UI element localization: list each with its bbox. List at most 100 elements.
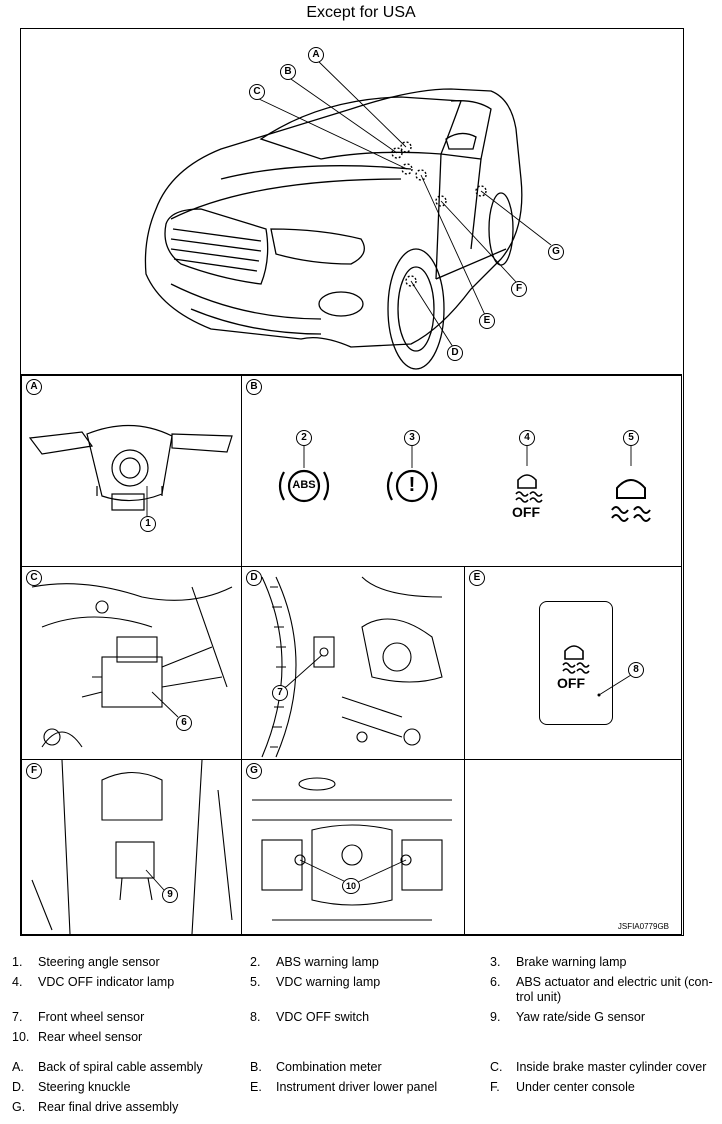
legend-item-4: 4. VDC OFF indicator lamp <box>12 974 232 990</box>
callout-7: 7 <box>272 685 288 701</box>
vdc-off-indicator-text: OFF <box>512 504 540 520</box>
yaw-rate-sensor-illustration <box>31 760 233 934</box>
callout-3: 3 <box>404 430 420 446</box>
callout-f: F <box>511 281 527 297</box>
legend-num: C. <box>490 1060 503 1074</box>
legend-num: 5. <box>250 975 261 989</box>
rear-final-drive-illustration <box>252 777 452 921</box>
callout-9: 9 <box>162 887 178 903</box>
legend-num: 3. <box>490 955 501 969</box>
legend-num: 10. <box>12 1030 30 1044</box>
legend-item-9: 9. Yaw rate/side G sensor <box>490 1009 715 1025</box>
locator-f <box>435 195 447 207</box>
legend-text: VDC OFF indicator lamp <box>38 975 175 989</box>
legend-text: Instrument driver lower panel <box>276 1080 438 1094</box>
page-title: Except for USA <box>306 4 416 21</box>
callout-4: 4 <box>519 430 535 446</box>
legend-location-f: F. Under center console <box>490 1079 715 1095</box>
car-overview-panel: A B C D E F G <box>21 29 682 375</box>
legend-location-b: B. Combination meter <box>250 1059 470 1075</box>
legend-num: 6. <box>490 975 501 989</box>
locator-a <box>400 141 412 153</box>
front-wheel-sensor-illustration <box>261 576 443 758</box>
legend-location-d: D. Steering knuckle <box>12 1079 232 1095</box>
legend-text: trol unit) <box>516 990 562 1004</box>
legend-item-3: 3. Brake warning lamp <box>490 954 715 970</box>
callout-1: 1 <box>140 516 156 532</box>
vdc-off-switch-text: OFF <box>557 675 585 691</box>
legend-text: Rear final drive assembly <box>38 1100 179 1114</box>
figure-code: JSFIA0779GB <box>617 922 669 931</box>
legend-text: Inside brake master cylinder cover <box>516 1060 707 1074</box>
legend-text: VDC OFF switch <box>276 1010 370 1024</box>
legend-item-5: 5. VDC warning lamp <box>250 974 470 990</box>
legend-item-8: 8. VDC OFF switch <box>250 1009 470 1025</box>
panel-f: F 9 <box>21 759 242 935</box>
legend-num: 2. <box>250 955 261 969</box>
callout-2: 2 <box>296 430 312 446</box>
diagram-frame: A B C D E F G A 1 B 2 3 4 5 <box>20 28 684 936</box>
legend-num: A. <box>12 1060 24 1074</box>
legend-item-10: 10. Rear wheel sensor <box>12 1029 232 1045</box>
legend-text: Steering angle sensor <box>38 955 160 969</box>
legend-num: 1. <box>12 955 23 969</box>
locator-b <box>391 147 403 159</box>
legend-text: Steering knuckle <box>38 1080 131 1094</box>
panel-e: E OFF 8 <box>464 566 682 760</box>
callout-b: B <box>280 64 296 80</box>
vdc-off-switch-icon <box>562 645 632 697</box>
legend-text: VDC warning lamp <box>276 975 381 989</box>
locator-d <box>405 275 417 287</box>
legend-item-6-cont: trol unit) <box>490 989 715 1005</box>
panel-label-c: C <box>26 570 42 586</box>
legend-num: 4. <box>12 975 23 989</box>
locator-c <box>401 163 413 175</box>
panel-label-d: D <box>246 570 262 586</box>
legend-text: Rear wheel sensor <box>38 1030 143 1044</box>
callout-8: 8 <box>628 662 644 678</box>
panel-label-f: F <box>26 763 42 779</box>
locator-e <box>415 169 427 181</box>
legend-item-7: 7. Front wheel sensor <box>12 1009 232 1025</box>
panel-label-g: G <box>246 763 262 779</box>
callout-6: 6 <box>176 715 192 731</box>
panel-empty <box>464 759 682 935</box>
abs-actuator-illustration <box>31 583 233 748</box>
car-illustration <box>144 58 552 370</box>
legend-num: G. <box>12 1100 26 1114</box>
spiral-cable-illustration <box>28 424 233 516</box>
callout-d: D <box>447 345 463 361</box>
legend-text: Combination meter <box>276 1060 382 1074</box>
panel-c: C 6 <box>21 566 242 760</box>
legend-location-a: A. Back of spiral cable assembly <box>12 1059 232 1075</box>
locator-g <box>475 185 487 197</box>
callout-g: G <box>548 244 564 260</box>
legend-text: Back of spiral cable assembly <box>38 1060 203 1074</box>
legend-text: ABS warning lamp <box>276 955 379 969</box>
legend-num: B. <box>250 1060 262 1074</box>
legend-location-c: C. Inside brake master cylinder cover <box>490 1059 715 1075</box>
panel-label-e: E <box>469 570 485 586</box>
panel-label-a: A <box>26 379 42 395</box>
legend-text: Front wheel sensor <box>38 1010 145 1024</box>
panel-d: D 7 <box>241 566 465 760</box>
callout-10: 10 <box>342 878 360 894</box>
vdc-off-switch <box>539 601 613 725</box>
callout-a: A <box>308 47 324 63</box>
legend-num: F. <box>490 1080 500 1094</box>
legend-item-1: 1. Steering angle sensor <box>12 954 232 970</box>
legend-item-2: 2. ABS warning lamp <box>250 954 470 970</box>
panel-label-b: B <box>246 379 262 395</box>
legend-text: Under center console <box>516 1080 635 1094</box>
legend-text: ABS actuator and electric unit (con- <box>516 975 713 989</box>
legend-num: 8. <box>250 1010 261 1024</box>
callout-c: C <box>249 84 265 100</box>
legend-location-g: G. Rear final drive assembly <box>12 1099 232 1115</box>
legend-num: 9. <box>490 1010 501 1024</box>
panel-a: A 1 <box>21 375 242 567</box>
panel-g: G 10 <box>241 759 465 935</box>
legend-location-e: E. Instrument driver lower panel <box>250 1079 470 1095</box>
callout-5: 5 <box>623 430 639 446</box>
legend-text: Yaw rate/side G sensor <box>516 1010 645 1024</box>
meter-lamps-leaders <box>278 446 651 522</box>
